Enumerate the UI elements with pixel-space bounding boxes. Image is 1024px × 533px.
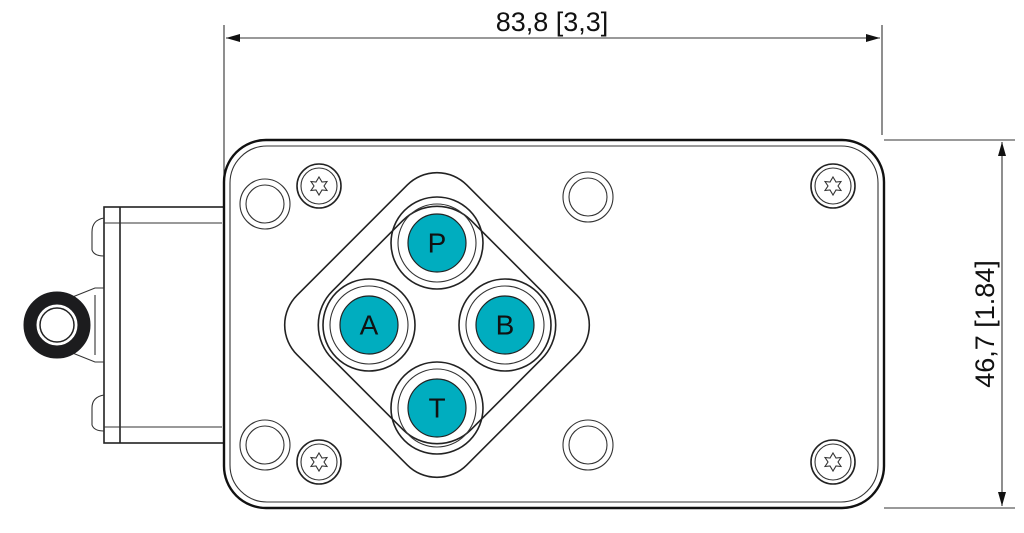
valve-body: [222, 138, 886, 510]
height-label: 46,7 [1.84]: [970, 260, 1000, 388]
torx-screw-icon: [810, 163, 856, 209]
manifold-outer-outline: [283, 171, 591, 479]
port-t: T: [390, 361, 484, 455]
port-a: A: [322, 278, 416, 372]
mounting-holes: [239, 171, 614, 471]
width-label: 83,8 [3,3]: [496, 7, 609, 37]
mounting-hole: [239, 178, 291, 230]
torx-screw-icon: [810, 439, 856, 485]
screws: [296, 163, 856, 485]
port-label-a: A: [360, 310, 379, 341]
port-label-t: T: [428, 393, 445, 424]
mounting-hole: [239, 419, 291, 471]
mounting-hole: [562, 419, 614, 471]
width-dimension: 83,8 [3,3]: [223, 7, 883, 190]
port-b: B: [458, 278, 552, 372]
port-p: P: [390, 196, 484, 290]
port-label-b: B: [496, 310, 515, 341]
manifold-inner-outline: [317, 205, 557, 445]
torx-screw-icon: [296, 439, 342, 485]
height-dimension: 46,7 [1.84]: [884, 139, 1015, 509]
port-label-p: P: [428, 228, 447, 259]
torx-screw-icon: [296, 163, 342, 209]
ground-ring: [23, 291, 91, 359]
side-connector: [69, 206, 225, 444]
mounting-hole: [562, 171, 614, 223]
